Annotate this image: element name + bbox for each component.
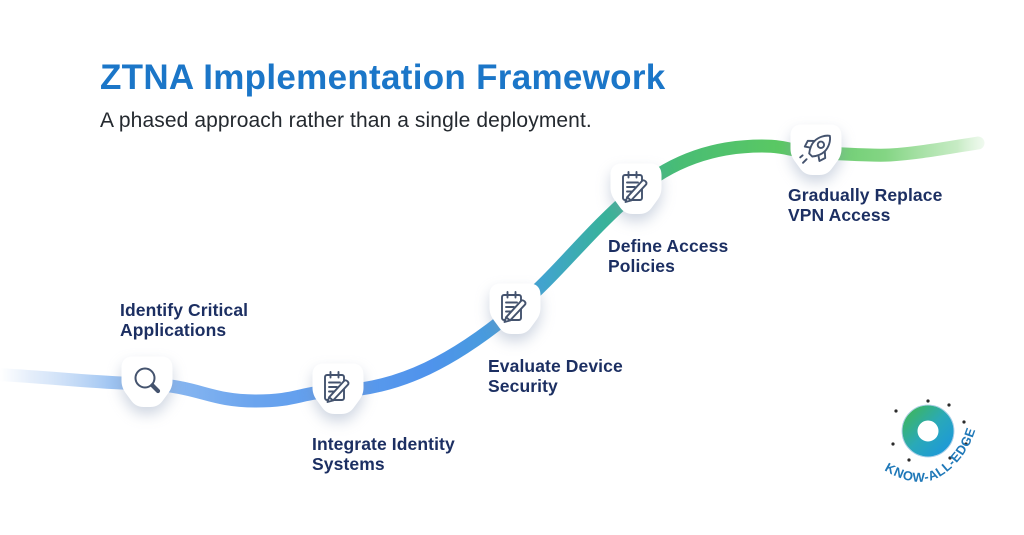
- notepad-pencil-icon: [324, 371, 350, 403]
- milestone-label-4: Define Access Policies: [608, 236, 729, 276]
- page-title: ZTNA Implementation Framework: [100, 58, 666, 97]
- badge-shape: [121, 356, 173, 407]
- milestone-label-2: Integrate Identity Systems: [312, 434, 455, 474]
- page-subtitle: A phased approach rather than a single d…: [100, 109, 592, 132]
- notepad-pencil-icon: [501, 291, 527, 323]
- badge-shape: [790, 124, 842, 175]
- milestone-badge-1: [119, 354, 175, 412]
- brand-logo: KNOW-ALL-EDGE: [882, 396, 982, 488]
- milestone-badge-4: [608, 161, 664, 219]
- milestone-label-3: Evaluate Device Security: [488, 356, 623, 396]
- milestone-badge-2: [310, 361, 366, 419]
- rocket-icon: [799, 134, 831, 164]
- donut-torus-icon: [901, 404, 955, 458]
- logo-orbit-dots: [891, 399, 968, 462]
- search-icon: [134, 367, 161, 394]
- milestone-label-1: Identify Critical Applications: [120, 300, 249, 340]
- milestone-badge-5: [788, 122, 844, 180]
- milestone-label-5: Gradually Replace VPN Access: [788, 185, 943, 225]
- milestone-badge-3: [487, 281, 543, 339]
- notepad-pencil-icon: [622, 171, 648, 203]
